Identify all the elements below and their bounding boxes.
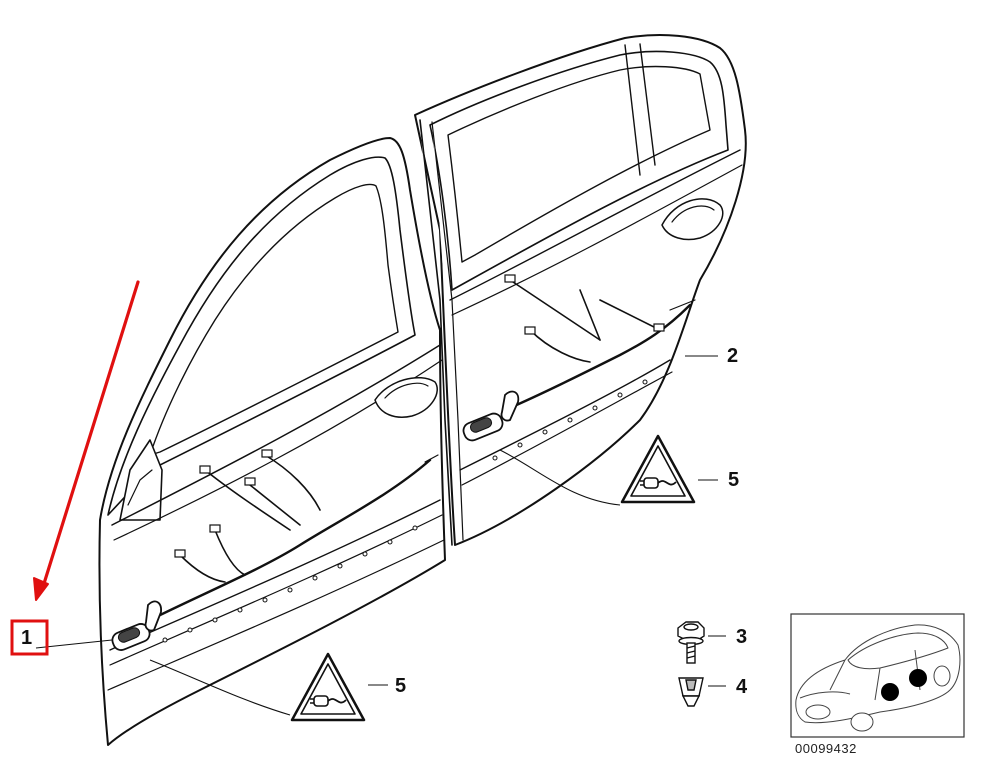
callout-part-4: 4 xyxy=(736,676,748,698)
location-dot-rear xyxy=(909,669,927,687)
part-1-highlight-box xyxy=(10,619,49,656)
rear-door-wiring-harness xyxy=(462,274,696,442)
car-location-thumbnail xyxy=(790,613,965,738)
callout-part-3: 3 xyxy=(736,626,748,648)
car-silhouette-icon xyxy=(795,624,961,732)
front-door-wiring-harness xyxy=(111,449,439,651)
red-arrow-icon xyxy=(33,280,140,601)
clip-nut-icon xyxy=(678,677,704,707)
callout-part-2: 2 xyxy=(727,345,739,367)
connector-warning-icon xyxy=(290,652,366,722)
diagram-reference-number: 00099432 xyxy=(795,741,857,756)
connector-warning-icon xyxy=(620,434,696,504)
screw-icon xyxy=(677,621,705,664)
leader-lines xyxy=(35,355,726,716)
location-dot-front xyxy=(881,683,899,701)
callout-part-5-rear: 5 xyxy=(728,469,740,491)
callout-part-5-front: 5 xyxy=(395,675,407,697)
callout-part-1: 1 xyxy=(21,627,33,649)
front-door xyxy=(98,137,446,746)
